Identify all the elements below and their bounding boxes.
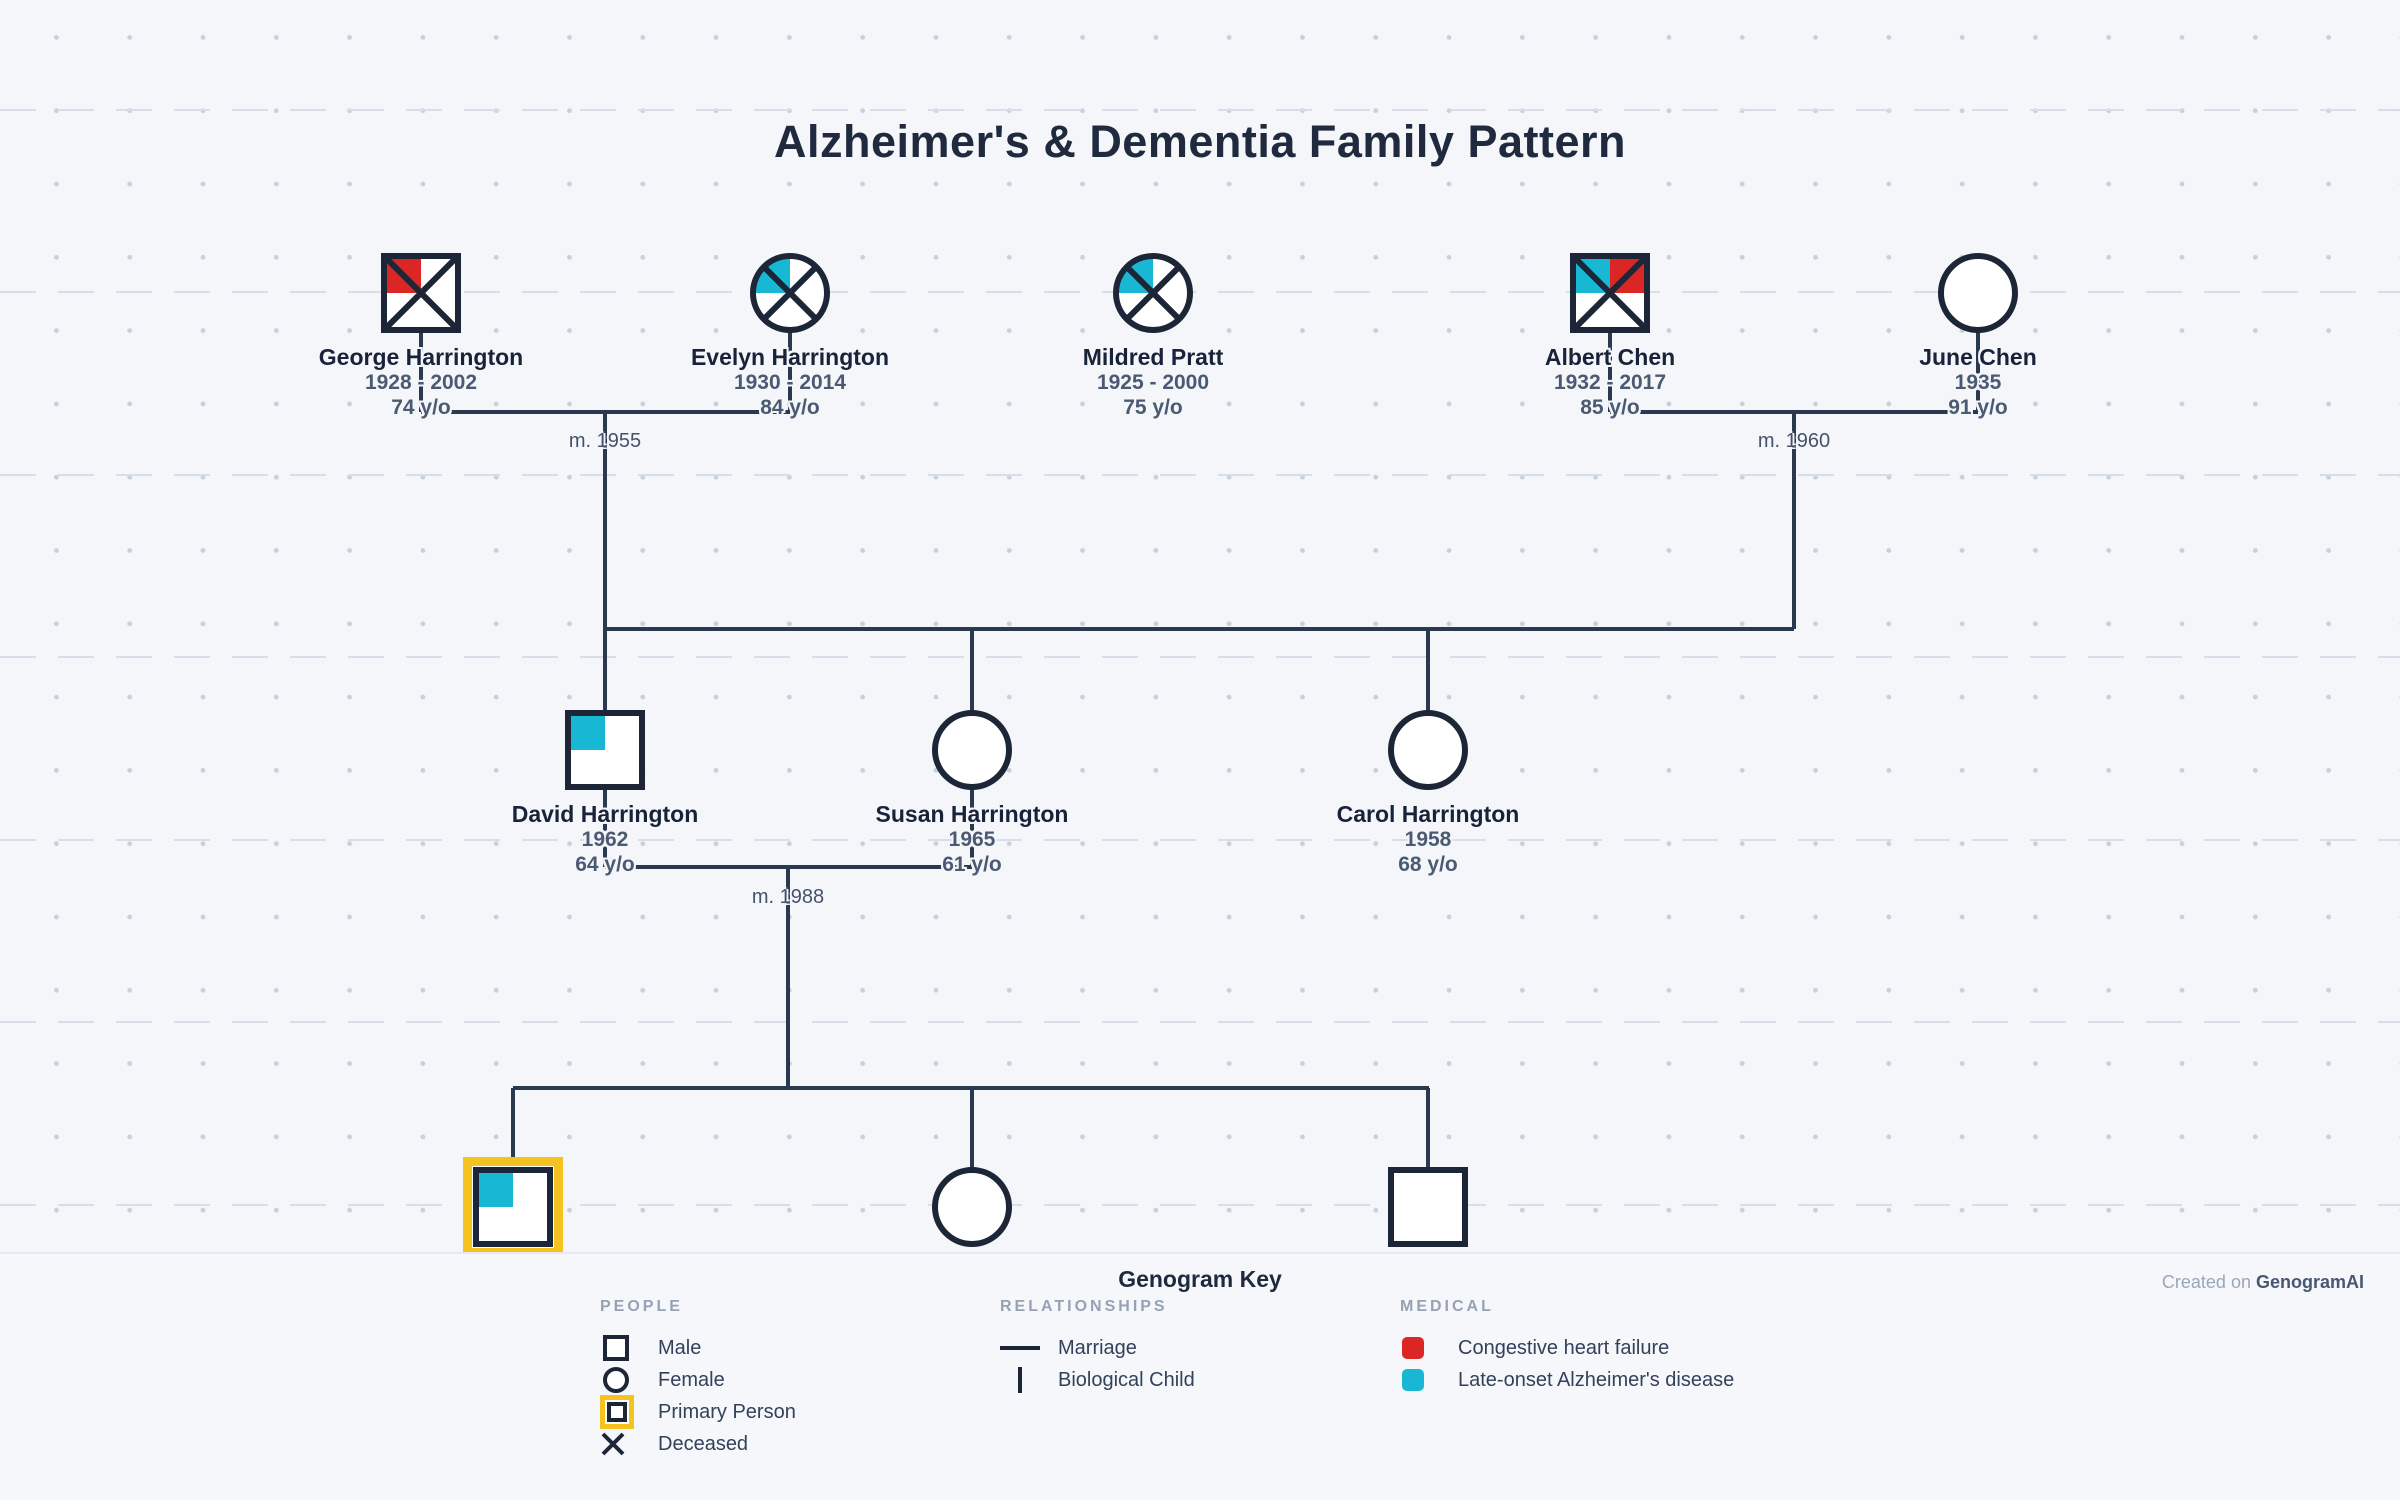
key-item-chf: Congestive heart failure — [1400, 1332, 1734, 1364]
deceased-x-icon — [601, 1432, 625, 1456]
person-node-albert[interactable] — [1560, 243, 1660, 343]
person-node-mildred[interactable] — [1103, 243, 1203, 343]
page-title: Alzheimer's & Dementia Family Pattern — [774, 116, 1626, 167]
marriage-and-descent-lines — [419, 328, 1980, 1172]
person-node-susan[interactable] — [922, 700, 1022, 800]
marriage-label-1960: m. 1960 — [1757, 430, 1831, 452]
marriage-label-1955: m. 1955 — [568, 430, 642, 452]
grid-dashed-line — [0, 291, 2400, 293]
person-node-child-3[interactable] — [1378, 1157, 1478, 1257]
key-item-female: Female — [600, 1364, 796, 1396]
key-item-alzheimers: Late-onset Alzheimer's disease — [1400, 1364, 1734, 1396]
alzheimers-color-swatch — [1402, 1369, 1424, 1391]
genogram-key-panel: Genogram Key Created on GenogramAI PEOPL… — [0, 1254, 2400, 1500]
grid-dashed-line — [0, 109, 2400, 111]
person-node-carol[interactable] — [1378, 700, 1478, 800]
key-section-people: PEOPLE Male Female Primary Person Deceas… — [600, 1298, 796, 1460]
key-people-header: PEOPLE — [600, 1298, 683, 1315]
biological-child-line-icon — [1018, 1367, 1022, 1393]
grid-dashed-line — [0, 656, 2400, 658]
key-medical-header: MEDICAL — [1400, 1298, 1494, 1315]
person-node-june[interactable] — [1928, 243, 2028, 343]
key-divider — [0, 1252, 2400, 1254]
key-item-marriage: Marriage — [1000, 1332, 1195, 1364]
key-item-male: Male — [600, 1332, 796, 1364]
female-symbol-icon — [603, 1367, 629, 1393]
key-section-relationships: RELATIONSHIPS Marriage Biological Child — [1000, 1298, 1195, 1396]
male-symbol-icon — [603, 1335, 629, 1361]
watermark-prefix: Created on — [2161, 1272, 2256, 1292]
key-heading: Genogram Key — [1118, 1266, 1282, 1292]
person-node-george[interactable] — [371, 243, 471, 343]
dot-grid-background — [0, 0, 2400, 1252]
key-item-biological-child: Biological Child — [1000, 1364, 1195, 1396]
key-section-medical: MEDICAL Congestive heart failure Late-on… — [1400, 1298, 1734, 1396]
grid-dashed-line — [0, 1021, 2400, 1023]
key-relationships-header: RELATIONSHIPS — [1000, 1298, 1168, 1315]
person-node-child-primary[interactable] — [463, 1157, 563, 1257]
grid-dashed-line — [0, 474, 2400, 476]
grid-dashed-line — [0, 1204, 2400, 1206]
marriage-label-1988: m. 1988 — [751, 886, 825, 908]
grid-dashed-line — [0, 839, 2400, 841]
person-node-evelyn[interactable] — [740, 243, 840, 343]
person-node-david[interactable] — [555, 700, 655, 800]
key-item-deceased: Deceased — [600, 1428, 796, 1460]
primary-person-icon — [600, 1395, 634, 1429]
watermark-brand: GenogramAI — [2255, 1272, 2364, 1292]
person-node-child-2[interactable] — [922, 1157, 1022, 1257]
key-item-primary-person: Primary Person — [600, 1395, 796, 1429]
marriage-line-icon — [1000, 1346, 1040, 1350]
chf-color-swatch — [1402, 1337, 1424, 1359]
watermark: Created on GenogramAI — [2162, 1272, 2364, 1293]
